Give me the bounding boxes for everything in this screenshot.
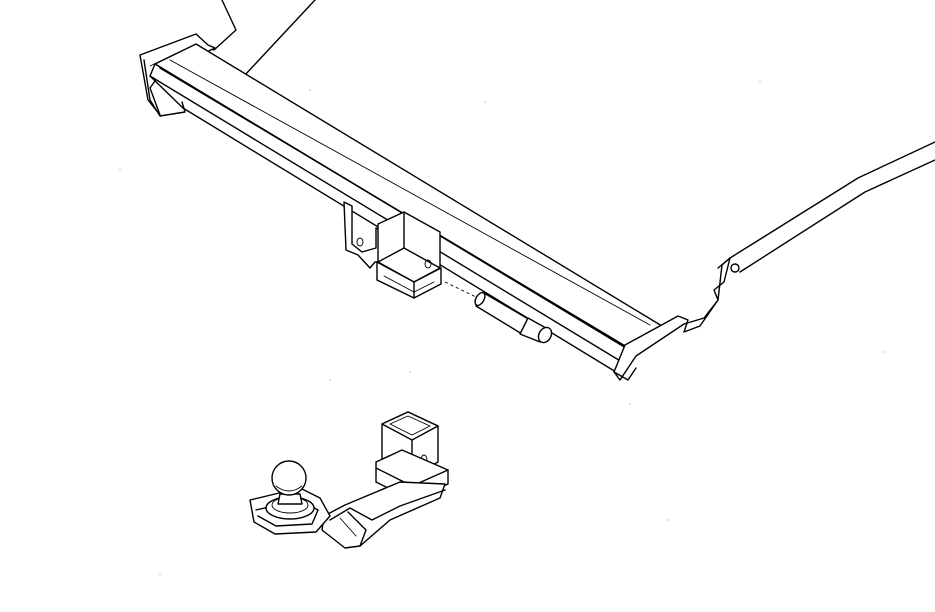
locking-pin — [444, 281, 553, 344]
center-receiver-hanger — [343, 201, 442, 299]
detachable-ball-arm — [249, 411, 449, 549]
scan-speckles — [119, 81, 886, 575]
right-mounting-bracket — [613, 257, 740, 381]
main-crossbar — [149, 43, 663, 373]
